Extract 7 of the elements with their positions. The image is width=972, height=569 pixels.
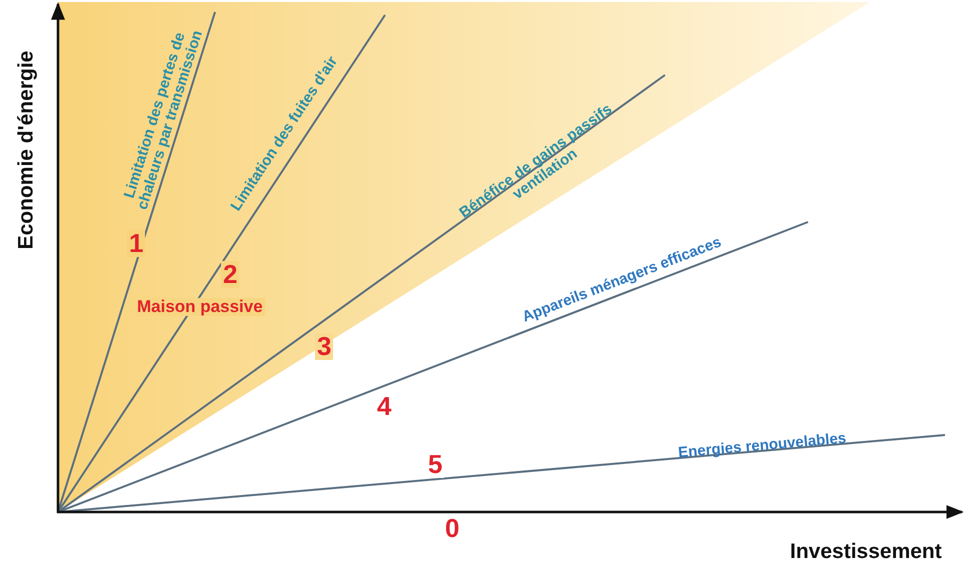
- line-label: Energies renouvelables: [678, 430, 847, 462]
- axis-title: Economie d'énergie: [14, 50, 37, 250]
- region-label: Maison passive: [135, 298, 265, 316]
- callout-number: 2: [221, 260, 240, 288]
- axis-title: Investissement: [790, 541, 942, 564]
- callout-number: 1: [127, 230, 146, 257]
- callout-number: 3: [315, 332, 334, 360]
